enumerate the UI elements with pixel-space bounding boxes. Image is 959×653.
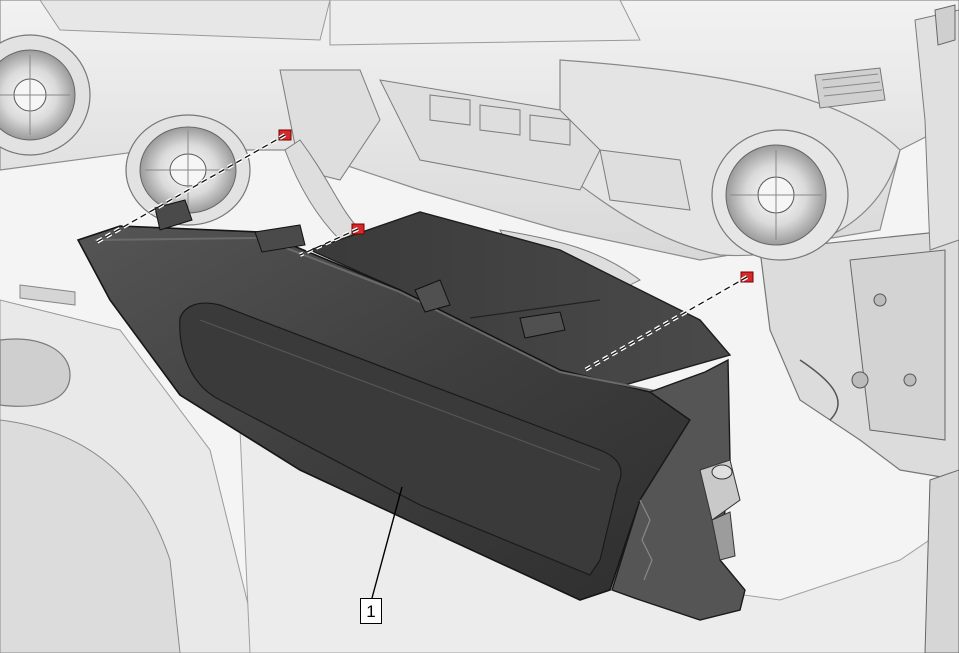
callout-label-1: 1: [360, 598, 382, 624]
air-vent-icon: [711, 129, 849, 261]
center-console: [0, 284, 261, 653]
air-vent-icon: [125, 114, 251, 226]
glove-box-door-recess: [179, 302, 622, 576]
air-vent-icon: [0, 34, 91, 156]
glove-box-assembly: [76, 199, 746, 621]
alignment-lines: [94, 133, 748, 372]
callout-leader-line: [371, 486, 403, 599]
damper-strut: [699, 459, 741, 561]
right-side-structure: [759, 4, 959, 653]
